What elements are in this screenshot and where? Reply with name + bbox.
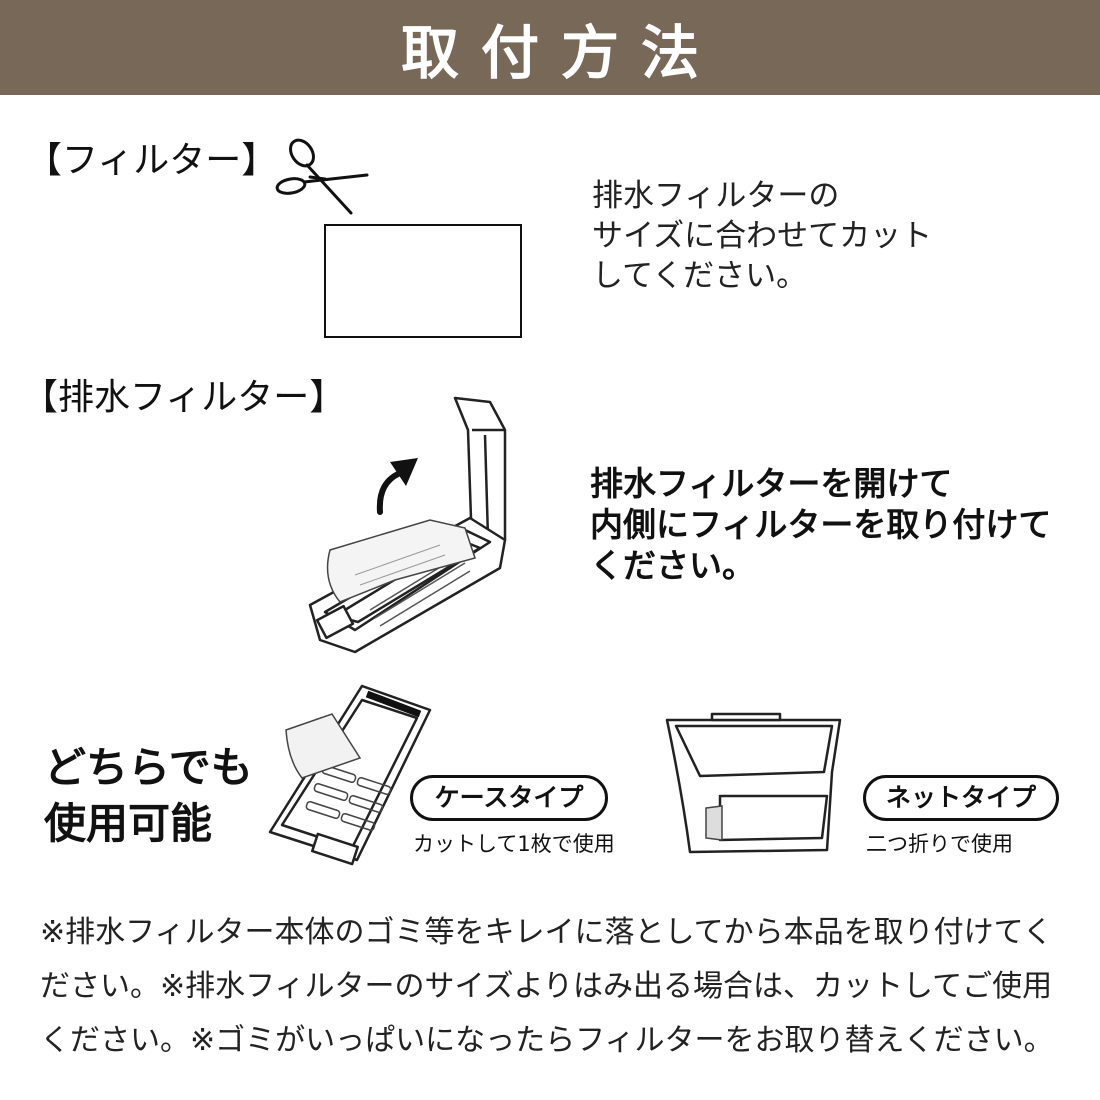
case-type-caption: カットして1枚で使用 xyxy=(413,832,615,856)
filter-instruction-line: 排水フィルターの xyxy=(592,178,840,214)
note-line: ください。※ゴミがいっぱいになったらフィルターをお取り替えください。 xyxy=(40,1023,1054,1058)
filter-instruction-line: サイズに合わせてカット xyxy=(592,218,933,254)
drain-filter-section-label: 【排水フィルター】 xyxy=(22,377,346,418)
either-usable-text: どちらでも 使用可能 xyxy=(44,740,253,852)
either-line: 使用可能 xyxy=(44,799,213,848)
note-line: ※排水フィルター本体のゴミ等をキレイに落としてから本品を取り付けてく xyxy=(40,915,1053,950)
case-type-badge: ケースタイプ xyxy=(410,775,608,821)
drain-instruction-line: 内側にフィルターを取り付けて xyxy=(590,505,1052,544)
curved-arrow-icon xyxy=(376,458,418,515)
net-type-badge: ネットタイプ xyxy=(863,775,1059,821)
drain-instruction-line: ください。 xyxy=(590,546,755,585)
filter-instruction-line: してください。 xyxy=(592,258,808,294)
drain-filter-open-illustration xyxy=(308,396,507,654)
notes-block: ※排水フィルター本体のゴミ等をキレイに落としてから本品を取り付けてく ださい。※… xyxy=(40,906,1054,1068)
header-banner: 取付方法 xyxy=(0,0,1100,95)
note-line: ださい。※排水フィルターのサイズよりはみ出る場合は、カットしてご使用 xyxy=(40,969,1053,1004)
scissors-icon xyxy=(275,138,369,215)
either-line: どちらでも xyxy=(44,743,253,792)
page-title: 取付方法 xyxy=(400,18,721,87)
net-type-illustration xyxy=(665,712,842,854)
drain-instruction-line: 排水フィルターを開けて xyxy=(590,464,953,503)
filter-instruction: 排水フィルターの サイズに合わせてカット してください。 xyxy=(592,176,932,296)
filter-section-label: 【フィルター】 xyxy=(26,140,278,181)
filter-sheet xyxy=(324,224,522,338)
drain-filter-instruction: 排水フィルターを開けて 内側にフィルターを取り付けて ください。 xyxy=(590,463,1051,586)
net-type-caption: 二つ折りで使用 xyxy=(866,832,1013,856)
case-type-illustration xyxy=(268,684,432,866)
